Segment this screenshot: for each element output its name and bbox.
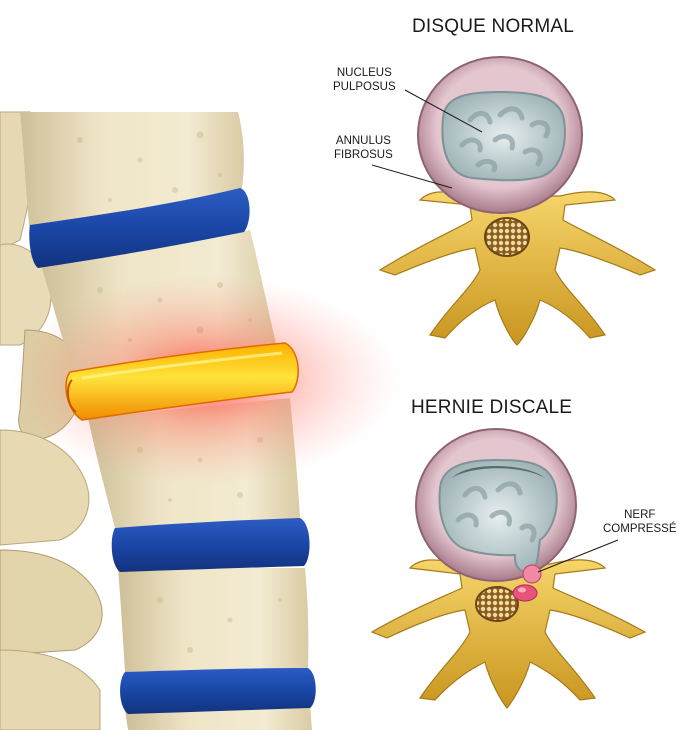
- label-annulus-line2: FIBROSUS: [334, 148, 393, 162]
- title-normal-disc: DISQUE NORMAL: [412, 16, 574, 38]
- label-nucleus-pulposus: NUCLEUS PULPOSUS: [333, 66, 396, 94]
- title-herniated-disc: HERNIE DISCALE: [411, 397, 572, 419]
- label-annulus-fibrosus: ANNULUS FIBROSUS: [334, 134, 393, 162]
- label-annulus-line1: ANNULUS: [334, 134, 393, 148]
- label-nucleus-line2: PULPOSUS: [333, 80, 396, 94]
- normal-disc-diagram: [380, 57, 655, 345]
- label-nucleus-line1: NUCLEUS: [333, 66, 396, 80]
- herniated-disc-diagram: [372, 429, 645, 708]
- label-nerve-line2: COMPRESSÉ: [603, 522, 677, 536]
- label-compressed-nerve: NERF COMPRESSÉ: [603, 508, 677, 536]
- label-nerve-line1: NERF: [603, 508, 677, 522]
